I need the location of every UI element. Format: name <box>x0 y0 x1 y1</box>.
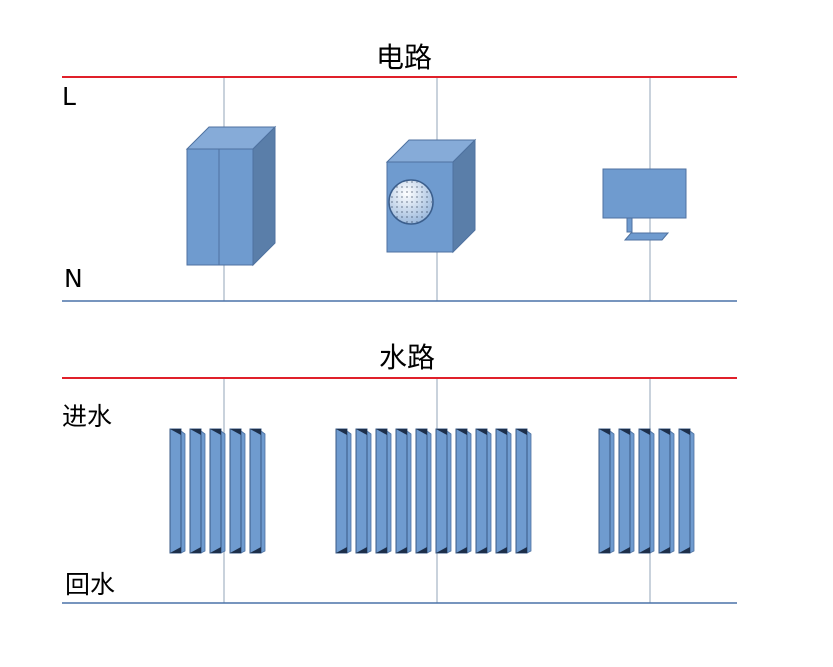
neutral-label: N <box>64 264 83 293</box>
radiator-fin-shadow <box>210 429 221 435</box>
radiator-left-icon <box>169 428 266 554</box>
radiator-fin-side <box>689 430 695 554</box>
radiator-fin-side <box>629 430 635 554</box>
radiator-fin-shadow <box>376 429 387 435</box>
radiator-fin-shadow <box>190 547 201 553</box>
radiator-fin-side <box>406 430 412 554</box>
radiator-fin-side <box>220 430 226 554</box>
radiator-fin <box>598 428 611 554</box>
radiator-fin-side <box>609 430 615 554</box>
radiator-fin-shadow <box>436 429 447 435</box>
radiator-fin <box>638 428 651 554</box>
radiator-fin-shadow <box>416 547 427 553</box>
radiator-fin-shadow <box>659 429 670 435</box>
radiator-fin <box>395 428 408 554</box>
radiator-fin-shadow <box>170 429 181 435</box>
radiator-fin <box>169 428 182 554</box>
radiator-fin-shadow <box>476 429 487 435</box>
water-title: 水路 <box>379 341 436 374</box>
radiator-fin-shadow <box>639 547 650 553</box>
radiator-fin-side <box>426 430 432 554</box>
radiator-fin-side <box>526 430 532 554</box>
radiator-fin-shadow <box>396 429 407 435</box>
radiator-fin-shadow <box>659 547 670 553</box>
live-label: L <box>62 82 76 111</box>
radiator-fin-shadow <box>396 547 407 553</box>
radiator-right-icon <box>598 428 695 554</box>
radiator-fin-shadow <box>599 547 610 553</box>
radiator-fin-shadow <box>476 547 487 553</box>
radiator-fin <box>189 428 202 554</box>
radiator-fin-shadow <box>376 547 387 553</box>
refrigerator-icon <box>185 125 277 267</box>
radiator-fin-shadow <box>356 429 367 435</box>
radiator-fin <box>375 428 388 554</box>
radiator-fin-side <box>669 430 675 554</box>
radiator-fin-shadow <box>516 429 527 435</box>
radiator-fin-shadow <box>679 547 690 553</box>
radiator-fin-side <box>506 430 512 554</box>
radiator-fin-shadow <box>639 429 650 435</box>
radiator-fin-side <box>486 430 492 554</box>
radiator-fin-side <box>200 430 206 554</box>
radiator-fin <box>455 428 468 554</box>
radiator-fin <box>515 428 528 554</box>
radiator-fin <box>658 428 671 554</box>
radiator-fin-shadow <box>356 547 367 553</box>
radiator-fin <box>495 428 508 554</box>
radiator-fin-shadow <box>250 429 261 435</box>
monitor-icon <box>602 168 687 241</box>
radiator-fin <box>415 428 428 554</box>
radiator-fin-shadow <box>230 547 241 553</box>
radiator-fin-shadow <box>456 547 467 553</box>
radiator-fin-side <box>466 430 472 554</box>
radiator-fin-shadow <box>599 429 610 435</box>
radiator-fin <box>335 428 348 554</box>
radiator-fin-side <box>446 430 452 554</box>
radiator-fin-shadow <box>250 547 261 553</box>
radiator-fin-shadow <box>230 429 241 435</box>
radiator-fin-shadow <box>210 547 221 553</box>
radiator-fin-shadow <box>336 429 347 435</box>
radiator-fin-shadow <box>619 429 630 435</box>
radiator-fin-shadow <box>190 429 201 435</box>
radiator-fin-side <box>240 430 246 554</box>
radiator-fin <box>249 428 262 554</box>
radiator-fin-side <box>386 430 392 554</box>
radiator-fin <box>355 428 368 554</box>
return-label: 回水 <box>65 570 116 599</box>
radiator-fin-side <box>366 430 372 554</box>
radiator-fin <box>229 428 242 554</box>
supply-label: 进水 <box>62 402 113 431</box>
radiator-fin <box>209 428 222 554</box>
radiator-fin <box>435 428 448 554</box>
washing-machine-icon <box>385 138 477 254</box>
radiator-fin-side <box>180 430 186 554</box>
radiator-fin-shadow <box>436 547 447 553</box>
radiator-fin <box>618 428 631 554</box>
radiator-fin-shadow <box>416 429 427 435</box>
radiator-fin-shadow <box>170 547 181 553</box>
radiator-fin-shadow <box>336 547 347 553</box>
radiator-fin-shadow <box>679 429 690 435</box>
electric-title: 电路 <box>376 41 433 74</box>
radiator-middle-icon <box>335 428 532 554</box>
radiator-fin-shadow <box>516 547 527 553</box>
radiator-fin <box>475 428 488 554</box>
radiator-fin-side <box>346 430 352 554</box>
radiator-fin-side <box>649 430 655 554</box>
radiator-fin-side <box>260 430 266 554</box>
radiator-fin-shadow <box>496 547 507 553</box>
radiator-fin-shadow <box>619 547 630 553</box>
radiator-fin <box>678 428 691 554</box>
radiator-fin-shadow <box>456 429 467 435</box>
radiator-fin-shadow <box>496 429 507 435</box>
